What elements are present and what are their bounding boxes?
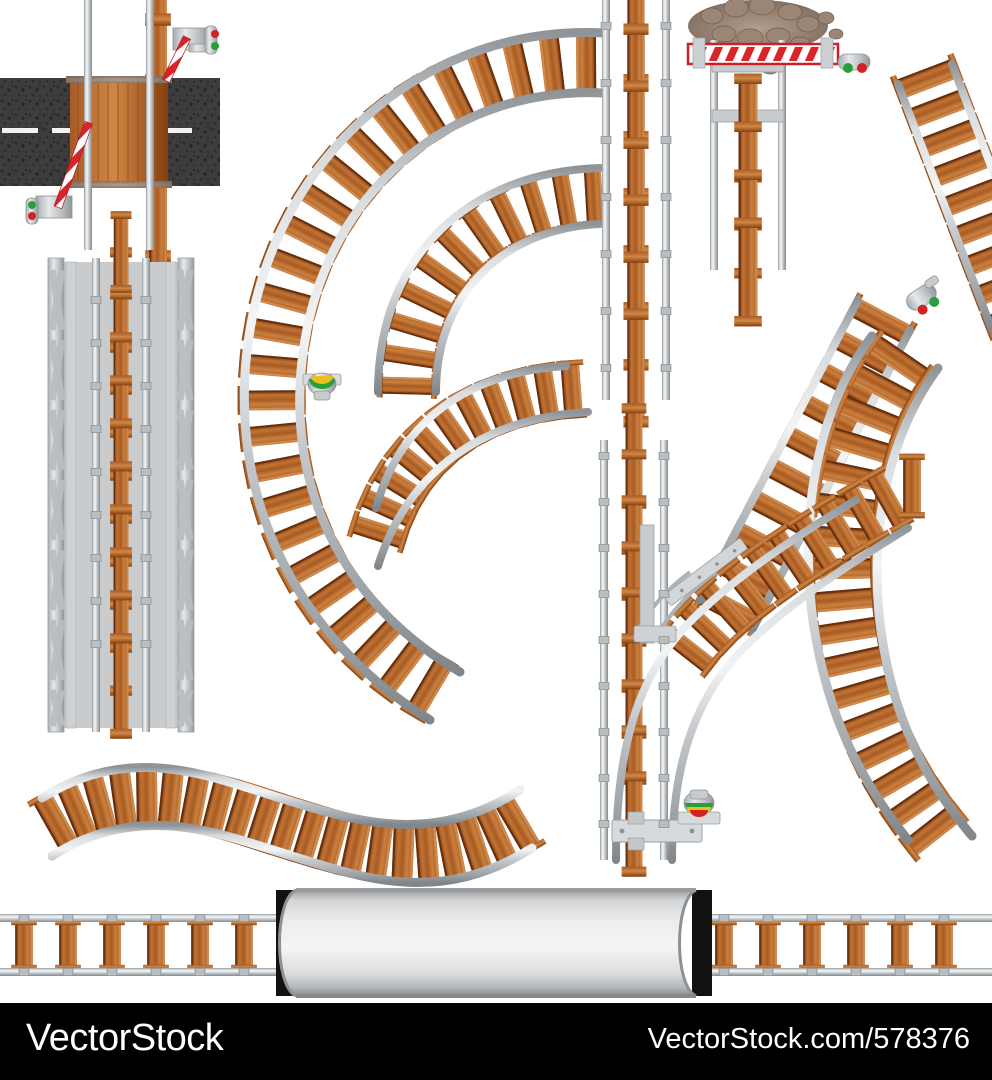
element-crossing-gate-bottom xyxy=(25,120,93,225)
element-tunnel xyxy=(276,888,712,998)
element-spiral-outer-curve xyxy=(237,28,609,725)
element-crossing-gate-top xyxy=(161,25,219,83)
element-switch-stand-b xyxy=(677,789,721,825)
element-straight-bottom-right xyxy=(700,914,992,976)
element-dead-end-track xyxy=(686,0,871,327)
element-level-crossing xyxy=(0,0,220,305)
element-spiral-inner-curve xyxy=(374,164,608,399)
element-straight-bottom-left xyxy=(0,914,290,976)
watermark-footer: VectorStock VectorStock.com/578376 xyxy=(0,1003,992,1080)
element-s-curve-bottom xyxy=(26,762,547,887)
element-switch-stand-a xyxy=(302,372,342,401)
railroad-elements-illustration xyxy=(0,0,992,998)
element-diagonal-track-ne xyxy=(889,53,992,341)
element-quarter-curve xyxy=(346,359,592,570)
element-buffer-signal xyxy=(837,53,871,73)
element-right-big-curve xyxy=(803,329,977,863)
element-turnout-switch xyxy=(600,403,925,877)
vectorstock-url: VectorStock.com/578376 xyxy=(647,1023,970,1055)
element-truss-bridge xyxy=(47,211,195,739)
element-buffer-barrier xyxy=(686,37,840,69)
vectorstock-brand: VectorStock xyxy=(26,1017,224,1059)
element-signal-right xyxy=(906,275,940,315)
